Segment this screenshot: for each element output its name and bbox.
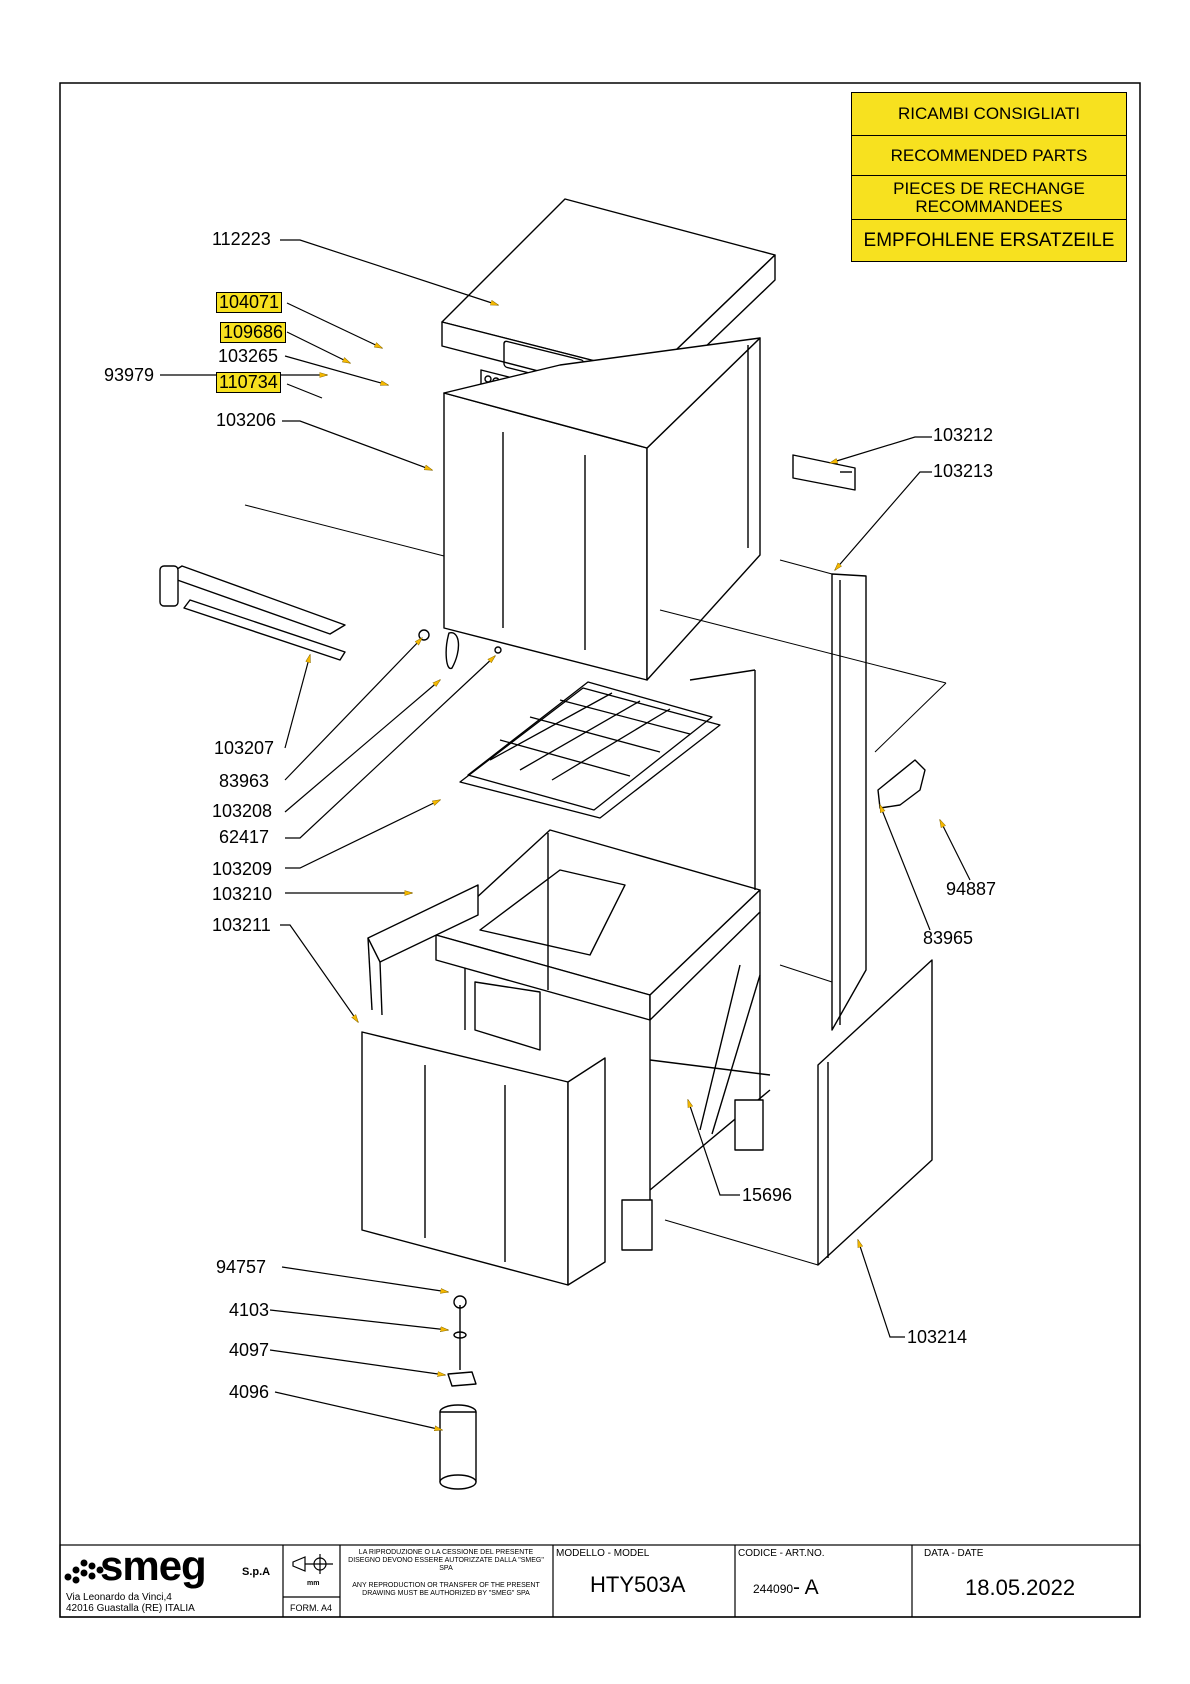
part-label-4096: 4096: [229, 1382, 270, 1402]
leader-112223: [280, 239, 498, 306]
top-cover: [441, 198, 776, 401]
leader-15696: [687, 1100, 740, 1196]
recommended-parts-legend: RICAMBI CONSIGLIATI RECOMMENDED PARTS PI…: [851, 92, 1127, 262]
part-label-112223: 112223: [212, 229, 271, 249]
leader-83963: [284, 638, 422, 781]
part-label-15696: 15696: [742, 1185, 793, 1205]
part-label-103265: 103265: [218, 346, 279, 366]
title-block-grid: [59, 1544, 1141, 1618]
part-label-94757: 94757: [216, 1257, 267, 1277]
leader-94757: [281, 1266, 448, 1292]
part-label-104071: 104071: [216, 292, 283, 313]
legend-item-en: RECOMMENDED PARTS: [852, 136, 1126, 176]
model-value: HTY503A: [590, 1572, 686, 1597]
adjustable-foot: [439, 1404, 477, 1490]
part-label-93979: 93979: [104, 365, 155, 385]
leader-103213: [835, 471, 932, 570]
leader-104071: [286, 302, 382, 348]
left-side-panel: [367, 884, 479, 1016]
code-value: 244090: [753, 1582, 794, 1596]
hinge-bracket: [445, 632, 460, 670]
legend-item-de: EMPFOHLENE ERSATZEILE: [863, 229, 1115, 251]
part-label-83965: 83965: [923, 928, 974, 948]
leader-103208: [284, 680, 440, 813]
leader-62417: [285, 656, 495, 839]
notice-en: ANY REPRODUCTION OR TRANSFER OF THE PRES…: [352, 1582, 540, 1597]
date-value: 18.05.2022: [965, 1575, 1076, 1600]
notice-it: LA RIPRODUZIONE O LA CESSIONE DEL PRESEN…: [348, 1549, 544, 1572]
format-label: FORM. A4: [290, 1603, 333, 1613]
part-label-109686: 109686: [220, 322, 287, 343]
right-side-panel: [831, 573, 867, 1031]
leader-103206: [282, 420, 432, 470]
legend-item-it: RICAMBI CONSIGLIATI: [852, 93, 1126, 136]
part-label-110734: 110734: [216, 372, 281, 393]
smeg-logo-dots: [64, 1559, 104, 1584]
leader-83965: [880, 805, 931, 931]
part-label-103207: 103207: [214, 738, 275, 758]
foot-plate: [447, 1371, 477, 1387]
code-label: CODICE - ART.NO.: [738, 1548, 825, 1559]
address-line-2: 42016 Guastalla (RE) ITALIA: [66, 1603, 195, 1614]
address-line-1: Via Leonardo da Vinci,4: [66, 1592, 172, 1603]
model-label: MODELLO - MODEL: [556, 1548, 650, 1559]
part-label-62417: 62417: [219, 827, 270, 847]
part-label-83963: 83963: [219, 771, 270, 791]
rear-panel: [817, 959, 933, 1266]
wash-tank-frame: [435, 669, 771, 1251]
part-label-4097: 4097: [229, 1340, 270, 1360]
leader-103265: [284, 355, 388, 385]
unit-label: mm: [307, 1580, 320, 1587]
leader-103207: [284, 655, 310, 749]
part-label-103209: 103209: [212, 859, 273, 879]
dish-rack: [459, 681, 721, 819]
front-panel: [361, 1031, 606, 1286]
part-label-103206: 103206: [216, 410, 277, 430]
leader-4097: [269, 1349, 445, 1375]
part-label-103211: 103211: [212, 915, 271, 935]
washer: [418, 629, 430, 641]
brand-logo: smeg: [100, 1542, 207, 1589]
brand-suffix: S.p.A: [242, 1566, 271, 1578]
part-label-94887: 94887: [946, 879, 997, 899]
leader-103214: [857, 1240, 905, 1338]
door-handle: [877, 759, 926, 809]
part-label-103210: 103210: [212, 884, 273, 904]
leader-110734: [286, 383, 323, 399]
part-label-103213: 103213: [933, 461, 994, 481]
part-label-103214: 103214: [907, 1327, 968, 1347]
hood-body: [443, 337, 761, 681]
part-label-103208: 103208: [212, 801, 273, 821]
leader-109686: [286, 331, 350, 363]
leader-94887: [940, 820, 971, 881]
leader-103212: [830, 436, 932, 464]
part-label-103212: 103212: [933, 425, 994, 445]
part-label-4103: 4103: [229, 1300, 270, 1320]
side-rail: [792, 454, 856, 491]
leader-103209: [285, 800, 440, 869]
leader-4096: [274, 1391, 442, 1430]
leader-4103: [269, 1309, 448, 1330]
code-revision: - A: [793, 1576, 819, 1599]
date-label: DATA - DATE: [924, 1548, 984, 1559]
hood-arm: [159, 565, 346, 661]
legend-item-fr: PIECES DE RECHANGE RECOMMANDEES: [852, 176, 1126, 220]
leader-103211: [280, 924, 358, 1022]
